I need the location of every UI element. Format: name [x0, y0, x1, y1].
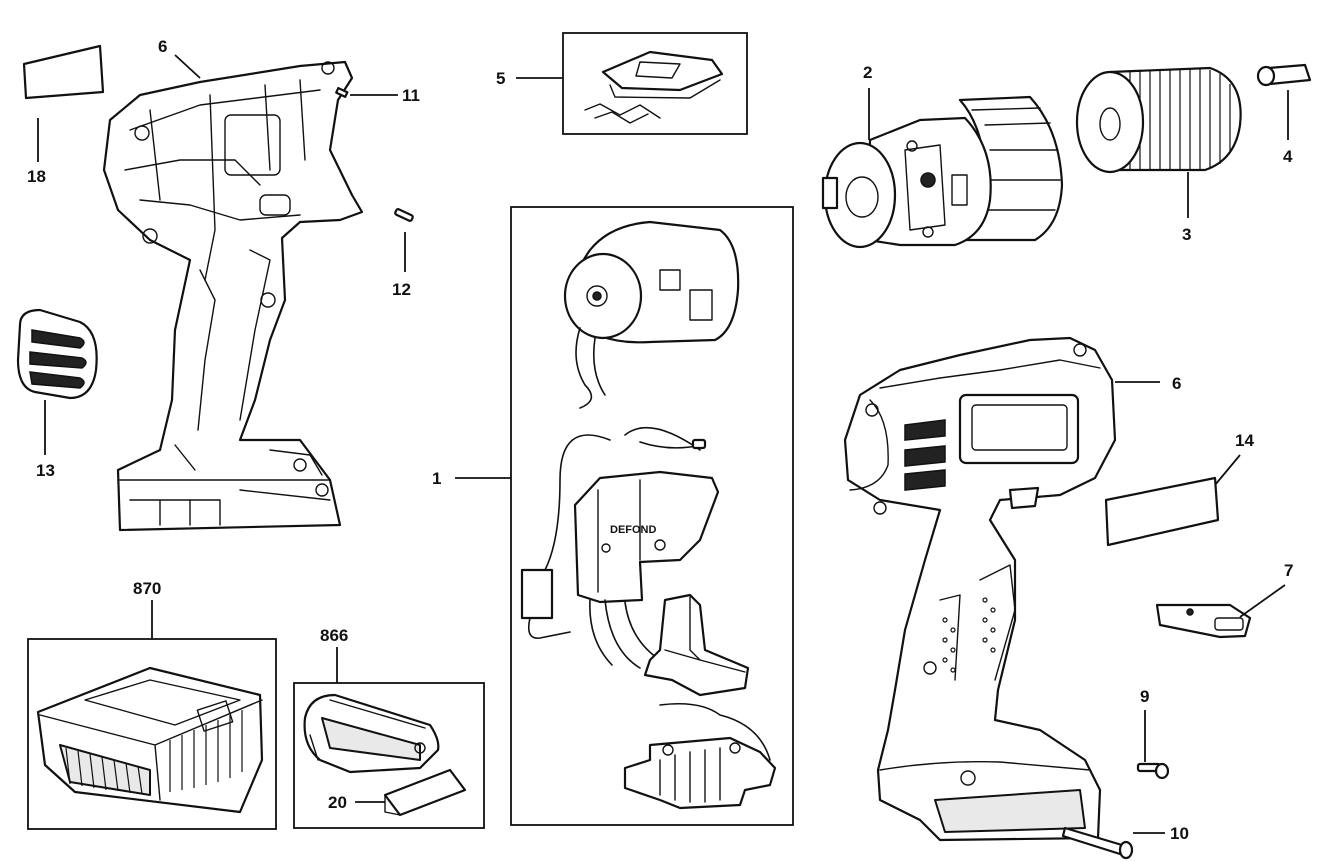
switch-brand-text: DEFOND	[610, 524, 657, 536]
callout-18: 18	[27, 167, 46, 186]
leader-lines	[37, 54, 1289, 834]
switch-assembly-part: DEFOND	[520, 427, 720, 669]
clip-part	[584, 50, 724, 124]
pin-11-part	[335, 86, 349, 98]
callout-13: 13	[36, 461, 55, 480]
battery-box	[293, 682, 485, 829]
rating-label-part	[1104, 476, 1220, 547]
callout-11: 11	[402, 86, 420, 105]
battery-cover-part	[383, 768, 467, 817]
callout-6-right: 6	[1172, 374, 1181, 393]
motor-assembly-box	[510, 206, 794, 826]
vent-badge-part	[16, 308, 98, 400]
battery-part	[303, 693, 440, 774]
callout-7: 7	[1284, 561, 1293, 580]
chuck-part	[1075, 66, 1242, 174]
terminal-block-part	[623, 702, 777, 810]
callout-10: 10	[1170, 824, 1189, 843]
callout-5: 5	[496, 69, 505, 88]
callout-9: 9	[1140, 687, 1149, 706]
left-housing-half	[102, 60, 364, 532]
switch-bracket-part	[643, 593, 750, 697]
callout-4: 4	[1283, 147, 1293, 166]
right-housing-half	[843, 336, 1117, 842]
callout-labels: 6 11 12 18 13 5 1 2 3 4 6 14 7 9 10 870 …	[27, 37, 1293, 843]
pin-12-part	[394, 208, 414, 222]
screw-9-part	[1136, 762, 1170, 780]
callout-6-left: 6	[158, 37, 167, 56]
callout-1: 1	[432, 469, 441, 488]
clip-kit-box	[562, 32, 748, 135]
callout-866: 866	[320, 626, 348, 645]
callout-20: 20	[328, 793, 347, 812]
callout-12: 12	[392, 280, 411, 299]
belt-clip-part	[1155, 603, 1252, 639]
motor-part	[563, 220, 740, 409]
transmission-part	[821, 95, 1064, 249]
callout-3: 3	[1182, 225, 1191, 244]
warning-label-part	[22, 44, 105, 100]
chuck-screw-part	[1256, 63, 1312, 87]
callout-2: 2	[863, 63, 872, 82]
callout-14: 14	[1235, 431, 1254, 450]
screw-10-part	[1061, 826, 1134, 860]
charger-part	[36, 666, 264, 814]
callout-870: 870	[133, 579, 161, 598]
